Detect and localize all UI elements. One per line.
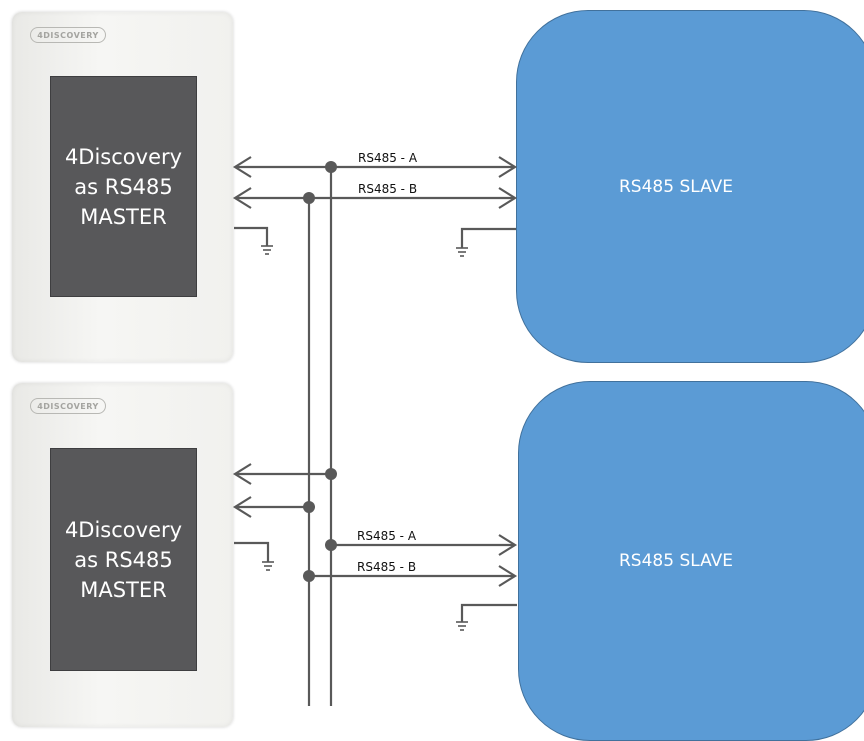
master-1-ground-wire [234,226,269,246]
rs485-slave-1: RS485 SLAVE [516,10,864,363]
slave-2-ground-wire [460,603,517,622]
device-logo: 4DISCOVERY [30,398,106,414]
device-logo: 4DISCOVERY [30,27,106,43]
slave-1-ground-wire [460,227,516,248]
device-screen-text: 4Discovery as RS485 MASTER [64,144,183,229]
device-screen-text: 4Discovery as RS485 MASTER [64,517,183,602]
master-device-1: 4DISCOVERY 4Discovery as RS485 MASTER [12,12,233,362]
junction-dot [325,161,337,173]
bottom-b-arrow [498,565,518,587]
slave-label: RS485 SLAVE [618,176,734,197]
top-rs485-a-label: RS485 - A [358,151,418,165]
junction-dots [303,161,337,582]
junction-dot [325,468,337,480]
ground-icon [262,561,274,571]
device-screen: 4Discovery as RS485 MASTER [50,76,197,297]
top-b-right-arrow [498,187,518,209]
junction-dot [325,539,337,551]
ground-icon [456,247,468,257]
top-rs485-b-label: RS485 - B [358,182,417,196]
master-2-b-arrow [232,496,252,518]
master-2-a-arrow [232,463,252,485]
device-screen: 4Discovery as RS485 MASTER [50,448,197,671]
ground-icon [261,245,273,255]
bottom-rs485-b-label: RS485 - B [357,560,416,574]
top-b-left-arrow [232,187,252,209]
bottom-a-arrow [498,534,518,556]
master-device-2: 4DISCOVERY 4Discovery as RS485 MASTER [12,383,233,727]
junction-dot [303,570,315,582]
junction-dot [303,192,315,204]
bottom-rs485-a-label: RS485 - A [357,529,417,543]
ground-symbols [261,245,468,631]
slave-label: RS485 SLAVE [618,551,734,571]
top-a-left-arrow [232,156,252,178]
master-2-ground-wire [234,541,270,562]
ground-icon [456,621,468,631]
top-a-right-arrow [498,156,518,178]
junction-dot [303,501,315,513]
rs485-slave-2: RS485 SLAVE [518,381,864,741]
